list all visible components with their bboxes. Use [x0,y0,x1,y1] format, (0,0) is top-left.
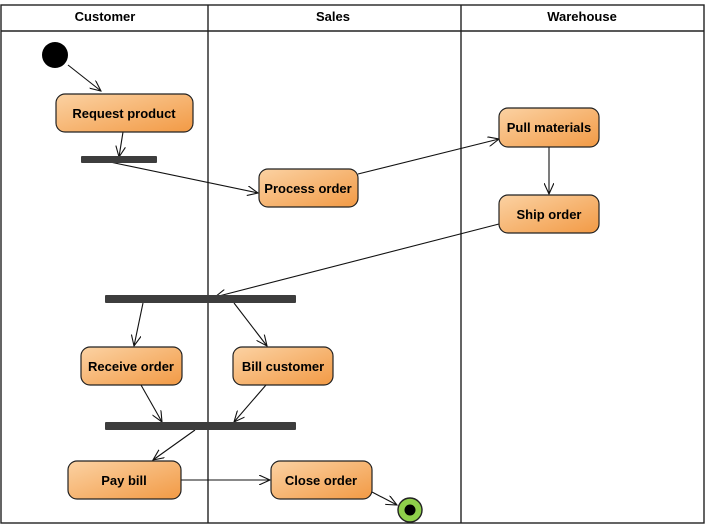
action-process-order: Process order [258,168,359,208]
edge-join-to-pay-bill [153,429,196,460]
action-pull-materials-label: Pull materials [507,120,592,135]
lane-title-customer: Customer [75,9,136,24]
edge-fork-to-bill-customer [233,302,267,346]
action-pull-materials-box [498,107,600,148]
edge-close-order-to-end [371,491,397,505]
action-pay-bill: Pay bill [67,460,182,500]
edge-request-product-to-fork [119,131,123,157]
action-ship-order: Ship order [498,194,600,234]
action-bill-customer-box [232,346,334,386]
action-close-order-label: Close order [285,473,357,488]
edge-start-to-request-product [67,64,101,91]
action-receive-order-label: Receive order [88,359,174,374]
edge-fork-to-process-order [109,161,258,193]
action-close-order-box [270,460,373,500]
edge-fork-to-receive-order [134,302,144,346]
action-receive-order-box [80,346,183,386]
action-pull-materials: Pull materials [498,107,600,148]
fork-bar-request [81,156,157,163]
action-request-product-label: Request product [72,106,176,121]
action-receive-order: Receive order [80,346,183,386]
action-pay-bill-label: Pay bill [101,473,147,488]
action-ship-order-box [498,194,600,234]
edge-receive-order-to-join [140,384,162,422]
action-bill-customer-label: Bill customer [242,359,324,374]
action-ship-order-label: Ship order [516,207,581,222]
action-request-product-box [55,93,194,133]
action-bill-customer: Bill customer [232,346,334,386]
edge-bill-customer-to-join [234,384,267,422]
action-request-product: Request product [55,93,194,133]
action-process-order-label: Process order [264,181,351,196]
action-process-order-box [258,168,359,208]
action-close-order: Close order [270,460,373,500]
initial-node [42,42,68,68]
edges [67,64,549,505]
swimlane-border [0,4,705,524]
action-pay-bill-box [67,460,182,500]
edge-process-order-to-pull-materials [357,139,499,175]
join-fork-bar-shipping [105,295,296,303]
lane-title-sales: Sales [316,9,350,24]
join-bar-billing [105,422,296,430]
swimlane-frame [0,4,705,524]
final-node [397,497,423,523]
lane-title-warehouse: Warehouse [547,9,617,24]
edge-ship-order-to-join [215,223,500,297]
final-node-dot [404,504,416,516]
